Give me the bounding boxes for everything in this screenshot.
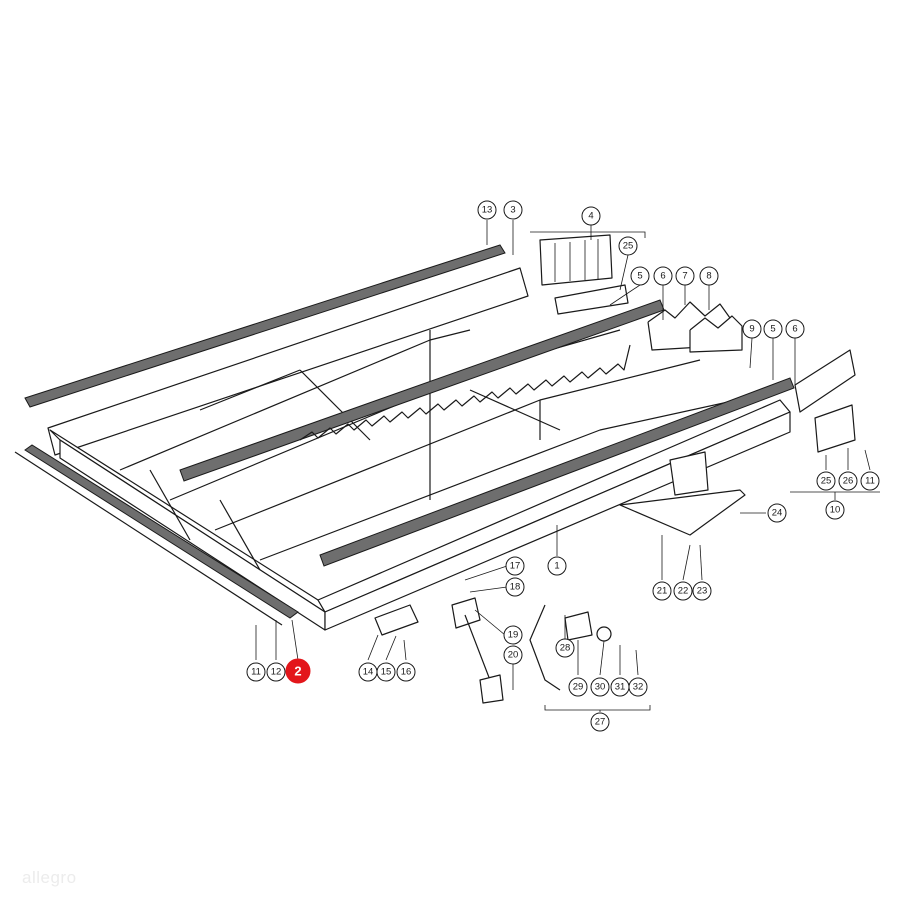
svg-text:5: 5 [770,324,775,335]
svg-text:20: 20 [508,650,519,661]
callout-20: 20 [503,645,523,665]
serrated-strip [299,344,631,441]
svg-text:27: 27 [595,717,606,728]
callout-27: 27 [590,712,610,732]
callout-16: 16 [396,662,416,682]
svg-text:11: 11 [251,667,261,678]
callout-32: 32 [628,677,648,697]
svg-text:32: 32 [633,682,644,693]
watermark: allegro [22,868,77,887]
frame-assembly [14,244,795,631]
callout-26: 26 [838,471,858,491]
callout-8: 8 [699,266,719,286]
svg-text:16: 16 [401,667,412,678]
svg-text:5: 5 [637,271,642,282]
svg-text:23: 23 [697,586,708,597]
svg-text:25: 25 [623,241,634,252]
svg-text:31: 31 [615,682,626,693]
callout-12: 12 [266,662,286,682]
callout-21: 21 [652,581,672,601]
callout-23: 23 [692,581,712,601]
svg-text:3: 3 [510,205,515,216]
right-seal-strip [319,377,795,567]
callout-31: 31 [610,677,630,697]
callout-5-right: 5 [763,319,783,339]
svg-text:17: 17 [510,561,521,572]
callout-29: 29 [568,677,588,697]
bracket-14 [374,604,419,636]
callout-5-top: 5 [630,266,650,286]
linkage-27 [529,604,612,691]
callout-6-right: 6 [785,319,805,339]
leader-lines [255,220,880,712]
svg-text:22: 22 [678,586,689,597]
callout-24: 24 [767,503,787,523]
svg-text:4: 4 [588,211,593,222]
svg-text:19: 19 [508,630,519,641]
svg-text:6: 6 [660,271,665,282]
callout-4: 4 [581,206,601,226]
cross-members [119,329,761,571]
svg-text:18: 18 [510,582,521,593]
callout-25-right: 25 [816,471,836,491]
callout-13: 13 [477,200,497,220]
svg-text:2: 2 [294,664,301,679]
callout-11-left: 11 [246,662,266,682]
callout-6-top: 6 [653,266,673,286]
callout-15: 15 [376,662,396,682]
svg-text:30: 30 [595,682,606,693]
bracket-19 [451,597,504,704]
callout-28: 28 [555,638,575,658]
far-seal-strip [24,244,506,408]
callout-18: 18 [505,577,525,597]
svg-text:10: 10 [830,505,841,516]
svg-text:24: 24 [772,508,783,519]
svg-text:29: 29 [573,682,584,693]
part-7-8-toothed-plates [647,301,743,353]
part-25-plate-top [554,284,629,315]
svg-text:6: 6 [792,324,797,335]
front-seal-strip [24,444,299,619]
svg-text:26: 26 [843,476,854,487]
far-rail [47,267,529,456]
svg-text:12: 12 [271,667,282,678]
callout-17: 17 [505,556,525,576]
part-25-10-right-plates [794,349,856,453]
callout-3: 3 [503,200,523,220]
svg-text:21: 21 [657,586,668,597]
svg-text:13: 13 [482,205,493,216]
svg-text:28: 28 [560,643,571,654]
svg-text:11: 11 [865,476,875,487]
callout-9: 9 [742,319,762,339]
callout-19: 19 [503,625,523,645]
svg-text:15: 15 [381,667,392,678]
svg-text:9: 9 [749,324,754,335]
callout-11-right: 11 [860,471,880,491]
callout-14: 14 [358,662,378,682]
callouts: 13 3 4 25 5 6 7 8 9 5 6 25 26 11 10 24 2… [246,200,880,732]
svg-text:1: 1 [554,561,559,572]
svg-text:14: 14 [363,667,374,678]
svg-text:7: 7 [682,271,687,282]
callout-25-top: 25 [618,236,638,256]
callout-10: 10 [825,500,845,520]
right-rail-side [324,411,791,631]
plate-21 [619,451,746,536]
part-4-comb [539,234,613,286]
svg-text:25: 25 [821,476,832,487]
svg-text:8: 8 [706,271,711,282]
callout-7: 7 [675,266,695,286]
callout-30: 30 [590,677,610,697]
callout-2-highlighted: 2 [285,658,311,684]
callout-1: 1 [547,556,567,576]
callout-22: 22 [673,581,693,601]
